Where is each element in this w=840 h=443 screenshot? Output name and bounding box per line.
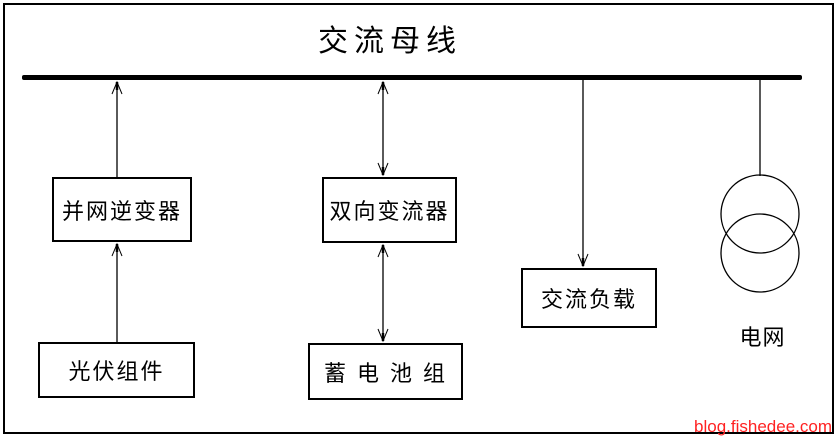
node-grid-inverter: 并网逆变器 [52,177,192,242]
ac-bus-title: 交流母线 [318,24,462,59]
node-battery-pack: 蓄 电 池 组 [308,343,463,400]
node-grid-inverter-label: 并网逆变器 [61,199,182,225]
node-pv-module: 光伏组件 [38,342,195,398]
node-ac-load-label: 交流负载 [540,288,637,313]
watermark-text: blog.fishedee.com [694,417,832,436]
diagram-border [3,3,834,434]
node-ac-load: 交流负载 [521,268,657,328]
power-grid-label: 电网 [739,326,786,351]
node-bidirectional-converter: 双向变流器 [322,177,457,243]
node-bidirectional-converter-label: 双向变流器 [329,200,450,225]
node-pv-module-label: 光伏组件 [68,360,165,385]
node-battery-pack-label: 蓄 电 池 组 [324,361,447,387]
ac-bus-line [22,75,802,80]
